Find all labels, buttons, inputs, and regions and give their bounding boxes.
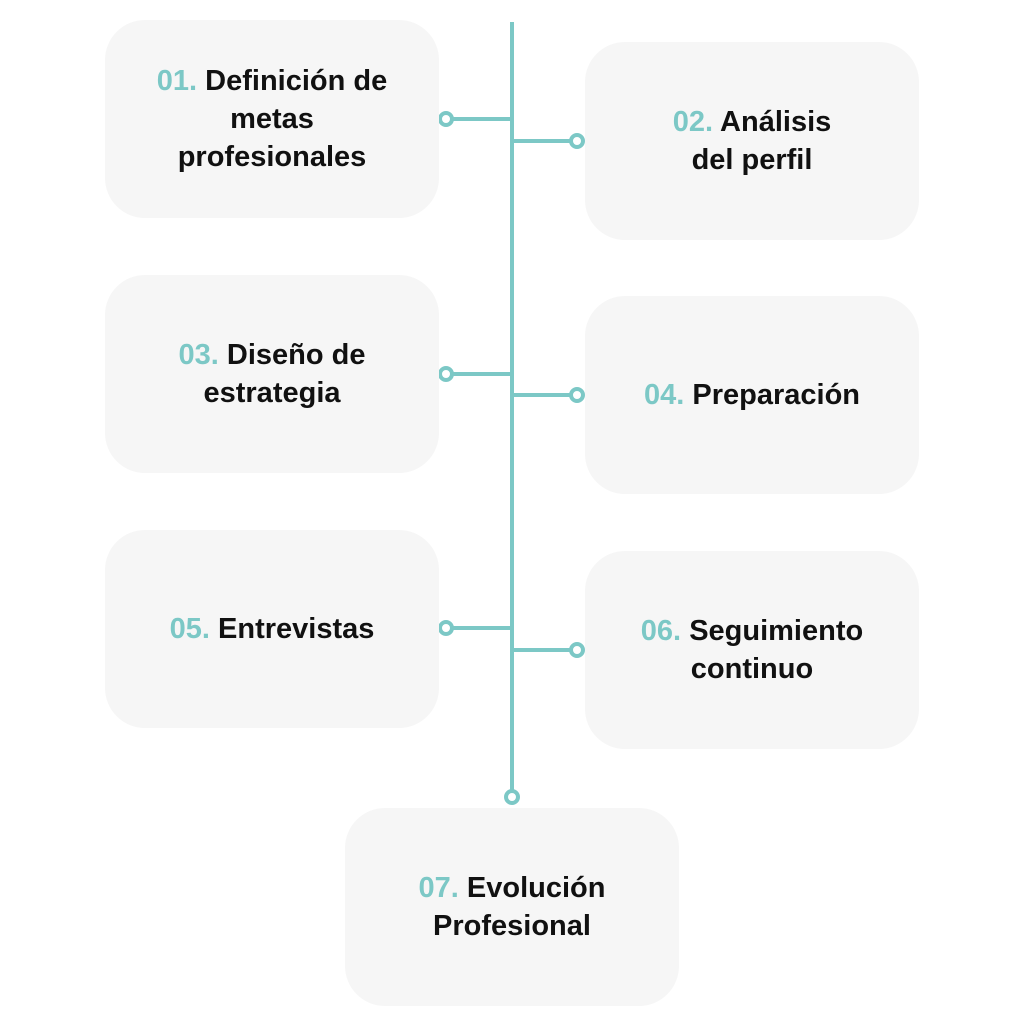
step-label: Entrevistas	[218, 613, 375, 645]
step-card-07: 07. Evolución Profesional	[345, 808, 679, 1006]
step-number: 07.	[418, 872, 459, 904]
step-card-05: 05. Entrevistas	[105, 530, 439, 728]
step-label: Preparación	[692, 379, 861, 411]
step-card-04: 04. Preparación	[585, 296, 919, 494]
step-card-01: 01. Definición de metas profesionales	[105, 20, 439, 218]
step-label: Análisis del perfil	[691, 106, 832, 176]
connector-05	[438, 620, 512, 636]
step-card-06: 06. Seguimiento continuo	[585, 551, 919, 749]
connector-04	[512, 387, 585, 403]
step-card-03: 03. Diseño de estrategia	[105, 275, 439, 473]
step-number: 04.	[643, 379, 685, 411]
step-label: Seguimiento continuo	[689, 615, 864, 685]
step-number: 03.	[178, 339, 219, 371]
step-number: 06.	[640, 615, 682, 647]
connector-06	[512, 642, 585, 658]
connector-03	[438, 366, 512, 382]
step-label: Definición de metas profesionales	[177, 65, 388, 173]
step-number: 02.	[672, 106, 714, 138]
timeline-end-node	[504, 789, 520, 805]
connector-01	[438, 111, 512, 127]
connector-02	[512, 133, 585, 149]
step-number: 01.	[156, 65, 198, 97]
step-label: Diseño de estrategia	[203, 339, 366, 409]
step-card-02: 02. Análisis del perfil	[585, 42, 919, 240]
step-label: Evolución Profesional	[433, 872, 606, 942]
step-number: 05.	[169, 613, 210, 645]
